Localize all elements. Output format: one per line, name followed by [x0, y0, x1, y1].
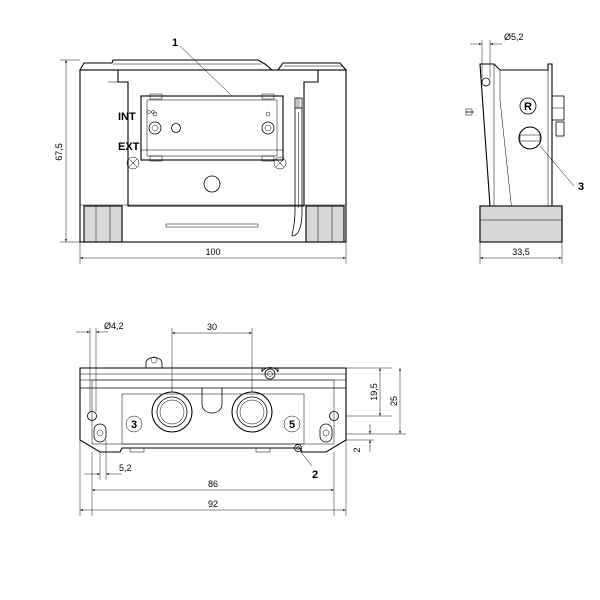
- dim-92: 92: [208, 499, 218, 509]
- callout-2: 2: [312, 469, 318, 481]
- dim-hole-5-2: Ø5,2: [504, 32, 524, 42]
- front-dimensions: 67,5 100: [54, 59, 347, 264]
- front-view: INT EXT 1: [79, 37, 348, 243]
- r-marking: R: [524, 101, 532, 113]
- port-5-label: 5: [289, 419, 295, 431]
- dim-86: 86: [208, 479, 218, 489]
- dim-5-2: 5,2: [119, 463, 132, 473]
- callout-3: 3: [578, 181, 584, 193]
- dim-hole-4-2: Ø4,2: [104, 321, 124, 331]
- dim-2: 2: [352, 447, 362, 452]
- port-3-label: 3: [131, 419, 137, 431]
- bottom-dimensions: Ø4,2 30 19,5 25 2 5,2 86 92: [76, 321, 406, 516]
- dim-25: 25: [389, 396, 399, 406]
- dim-19-5: 19,5: [369, 383, 379, 401]
- int-label: INT: [118, 111, 136, 123]
- dim-33-5: 33,5: [512, 247, 530, 257]
- side-view: R 3 Ø5,2 33,5: [465, 32, 584, 264]
- dim-67-5: 67,5: [54, 143, 64, 161]
- bottom-view: 3 5 2: [79, 356, 347, 481]
- dim-30: 30: [207, 322, 217, 332]
- callout-1: 1: [172, 37, 178, 49]
- ext-label: EXT: [118, 141, 140, 153]
- dim-100: 100: [205, 247, 220, 257]
